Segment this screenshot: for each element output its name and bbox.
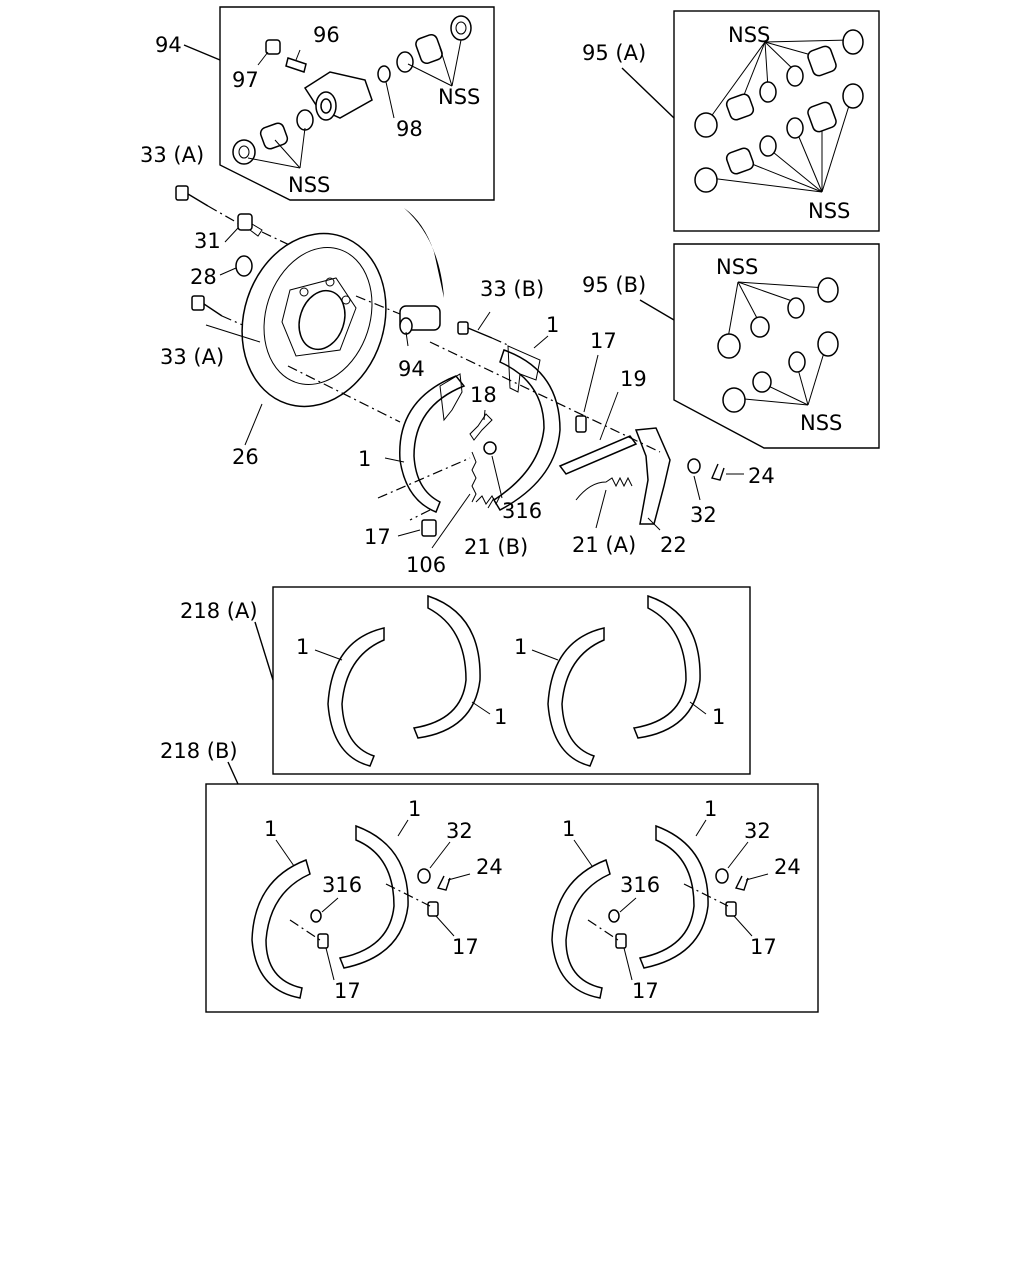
brake-shoe-left xyxy=(399,373,466,513)
label-106: 106 xyxy=(406,553,446,577)
label-32: 32 xyxy=(690,503,717,527)
adjuster-19 xyxy=(558,435,638,475)
label-218b-17d: 17 xyxy=(632,979,659,1003)
label-nss-95b-top: NSS xyxy=(716,255,758,279)
label-31: 31 xyxy=(194,229,221,253)
label-218b: 218 (B) xyxy=(160,739,238,763)
label-94-top: 94 xyxy=(155,33,182,57)
label-218a-1b: 1 xyxy=(494,705,507,729)
label-218b-17a: 17 xyxy=(452,935,479,959)
label-98: 98 xyxy=(396,117,423,141)
main-brake-assembly xyxy=(175,185,744,549)
label-218b-1d: 1 xyxy=(704,797,717,821)
bolt-33a-top xyxy=(175,185,251,231)
label-95b: 95 (B) xyxy=(582,273,646,297)
label-21a: 21 (A) xyxy=(572,533,636,557)
label-218b-24a: 24 xyxy=(476,855,503,879)
box-95a-repair-kit xyxy=(621,10,880,232)
seal-ring-98 xyxy=(377,65,391,83)
label-218a: 218 (A) xyxy=(180,599,258,623)
callout-labels: 94 96 97 98 NSS NSS 33 (A) 31 28 33 (A) … xyxy=(140,23,850,1003)
label-17-left: 17 xyxy=(364,525,391,549)
label-33b: 33 (B) xyxy=(480,277,544,301)
label-218b-1c: 1 xyxy=(562,817,575,841)
label-218b-316a: 316 xyxy=(322,873,362,897)
bolt-33b xyxy=(457,321,511,347)
label-96: 96 xyxy=(313,23,340,47)
box-95b-seal-kit xyxy=(639,243,880,449)
box-218a-shoe-set xyxy=(254,586,751,775)
nut-28 xyxy=(235,255,253,277)
label-316: 316 xyxy=(502,499,542,523)
label-218b-316b: 316 xyxy=(620,873,660,897)
label-218a-1d: 1 xyxy=(712,705,725,729)
label-218b-17b: 17 xyxy=(334,979,361,1003)
label-26: 26 xyxy=(232,445,259,469)
label-33a-top: 33 (A) xyxy=(140,143,204,167)
label-95a: 95 (A) xyxy=(582,41,646,65)
label-17-right: 17 xyxy=(590,329,617,353)
label-18: 18 xyxy=(470,383,497,407)
label-218b-32b: 32 xyxy=(744,819,771,843)
lever-22 xyxy=(634,427,671,525)
spring-21a xyxy=(575,476,633,501)
label-24: 24 xyxy=(748,464,775,488)
label-218a-1a: 1 xyxy=(296,635,309,659)
label-nss-95a-top: NSS xyxy=(728,23,770,47)
label-218a-1c: 1 xyxy=(514,635,527,659)
label-94-mid: 94 xyxy=(398,357,425,381)
label-nss-a: NSS xyxy=(438,85,480,109)
label-218b-24b: 24 xyxy=(774,855,801,879)
label-21b: 21 (B) xyxy=(464,535,528,559)
bleeder-cap xyxy=(265,39,281,55)
label-33a-bottom: 33 (A) xyxy=(160,345,224,369)
wheel-cylinder-body xyxy=(303,71,373,121)
label-97: 97 xyxy=(232,68,259,92)
label-1-leftshoe: 1 xyxy=(358,447,371,471)
label-218b-1a: 1 xyxy=(264,817,277,841)
label-218b-32a: 32 xyxy=(446,819,473,843)
clip-17-right xyxy=(575,415,587,433)
label-218b-1b: 1 xyxy=(408,797,421,821)
spring-18 xyxy=(469,413,493,503)
label-nss-b: NSS xyxy=(288,173,330,197)
bleeder-screw xyxy=(285,57,307,73)
label-218b-17c: 17 xyxy=(750,935,777,959)
backing-plate-26 xyxy=(241,232,401,423)
label-nss-95a-bottom: NSS xyxy=(808,199,850,223)
label-1-rightshoe: 1 xyxy=(546,313,559,337)
label-19: 19 xyxy=(620,367,647,391)
label-28: 28 xyxy=(190,265,217,289)
brake-shoe-right xyxy=(492,345,561,511)
box-94-wheel-cylinder-kit xyxy=(183,6,495,201)
clip-17-left xyxy=(421,519,437,537)
label-nss-95b-bottom: NSS xyxy=(800,411,842,435)
bolt-31 xyxy=(237,213,301,251)
label-22: 22 xyxy=(660,533,687,557)
spring-21b xyxy=(475,495,501,506)
box-218b-shoe-set xyxy=(205,761,819,1013)
